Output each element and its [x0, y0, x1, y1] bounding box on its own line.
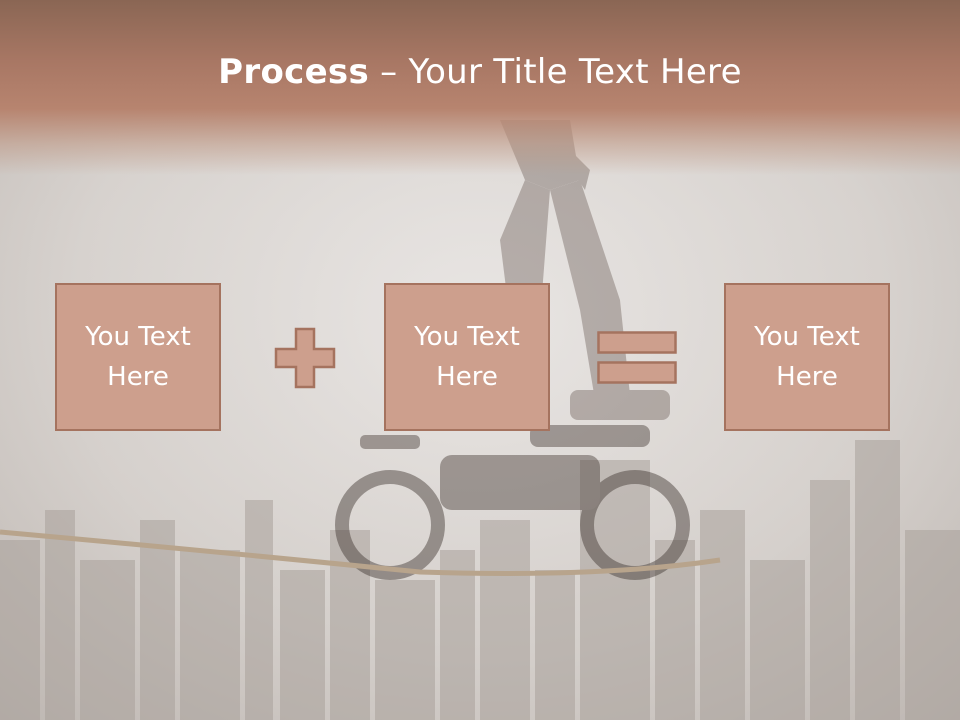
- motorcycle-image: [335, 425, 690, 580]
- process-box-1[interactable]: You Text Here: [55, 283, 221, 431]
- title-band: [0, 0, 960, 175]
- process-box-1-text: You Text Here: [85, 322, 191, 392]
- process-box-2[interactable]: You Text Here: [384, 283, 550, 431]
- title-bold-part: Process: [218, 52, 370, 92]
- slide-title[interactable]: Process – Your Title Text Here: [0, 52, 960, 92]
- equals-icon: [597, 331, 677, 384]
- title-text: Your Title Text Here: [408, 52, 742, 92]
- process-box-2-text: You Text Here: [414, 322, 520, 392]
- plus-icon: [274, 327, 336, 389]
- tightrope-image: [0, 529, 721, 576]
- title-dash: –: [369, 52, 409, 92]
- process-box-3[interactable]: You Text Here: [724, 283, 890, 431]
- process-box-3-text: You Text Here: [754, 322, 860, 392]
- city-skyline-image: [0, 440, 960, 720]
